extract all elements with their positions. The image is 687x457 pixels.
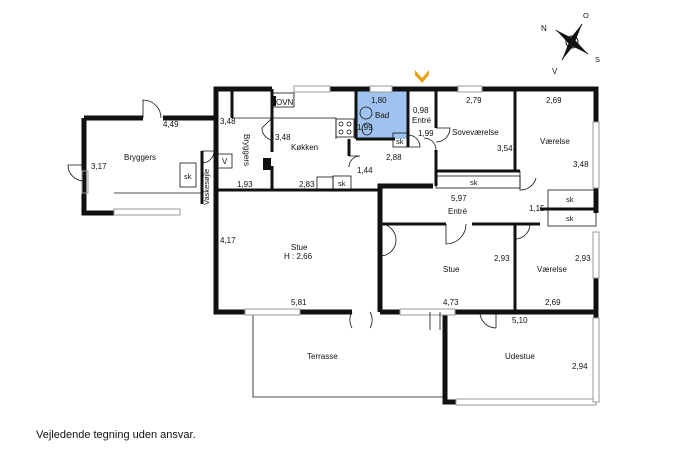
dim-bryggers-w: 4,49	[163, 120, 179, 129]
dim-bryg2-bottom: 1,93	[237, 180, 253, 189]
room-entre-mid: Entré	[448, 207, 468, 216]
dim-bad-top: 1,80	[371, 96, 387, 105]
room-bryggers-left: Bryggers	[124, 153, 156, 162]
room-vaerelse-top: Værelse	[540, 137, 570, 146]
dim-bad-bottom: 2,88	[386, 153, 402, 162]
entrance-marker-icon	[415, 70, 429, 83]
compass-v: V	[552, 67, 558, 76]
dim-bryg2-top: 3,48	[220, 117, 236, 126]
room-bad: Bad	[375, 111, 389, 120]
room-koekken: Køkken	[291, 143, 318, 152]
room-stue-right: Stue	[443, 265, 460, 274]
dim-udestue-h: 2,94	[572, 362, 588, 371]
compass-o: O	[583, 11, 589, 20]
dim-entre-h: 1,99	[418, 129, 434, 138]
room-entre-top: Entré	[412, 116, 432, 125]
room-terrasse: Terrasse	[307, 352, 338, 361]
dim-entre-mid-h: 1,15	[529, 204, 545, 213]
sk-bryggers: sk	[184, 172, 192, 181]
dim-udestue-w: 5,10	[512, 316, 528, 325]
dim-stue-left-w: 5,81	[291, 298, 307, 307]
compass-s: S	[595, 55, 600, 64]
disclaimer-text: Vejledende tegning uden ansvar.	[36, 429, 196, 441]
dim-kok-bottom: 2,83	[299, 180, 315, 189]
dim-vaer2-w: 2,69	[545, 298, 561, 307]
room-udestue: Udestue	[505, 352, 535, 361]
thin-lines	[114, 92, 597, 402]
dim-kok-right: 1,44	[357, 166, 373, 175]
dim-sove-top: 2,79	[466, 96, 482, 105]
sk-right-2: sk	[566, 214, 574, 223]
dim-vaer-top: 2,69	[546, 96, 562, 105]
dim-entre-w: 0,98	[413, 106, 429, 115]
labels: N O S V Bryggers sk V Vaskesøjle Brygger…	[91, 11, 600, 371]
sk-right-1: sk	[566, 195, 574, 204]
room-ovn: OVN	[276, 98, 294, 107]
sk-bad: sk	[396, 137, 404, 146]
bath-fill	[356, 91, 408, 139]
dim-stue-right-w: 4,73	[443, 298, 459, 307]
room-bryggers-vertical: Bryggers	[242, 134, 251, 166]
dim-stue-right-h: 2,93	[494, 254, 510, 263]
sk-koekken: sk	[338, 179, 346, 188]
dim-bryggers-h: 3,17	[91, 162, 107, 171]
room-vaskesoejle: Vaskesøjle	[202, 169, 211, 205]
ovn-block	[272, 96, 276, 106]
v-box-label: V	[222, 157, 228, 166]
windows	[81, 85, 600, 406]
room-sovevaerelse: Soveværelse	[452, 128, 499, 137]
sk-sove: sk	[470, 178, 478, 187]
dim-bad-side: 1,99	[357, 123, 373, 132]
dim-stue-left-h: 4,17	[220, 236, 236, 245]
dim-kok-left: 3,48	[275, 133, 291, 142]
dim-sove-side: 3,54	[497, 144, 513, 153]
chimney-block	[263, 158, 271, 170]
stue-left-height: H : 2,66	[284, 252, 313, 261]
dim-vaer-side: 3,48	[573, 160, 589, 169]
compass-icon	[555, 23, 589, 61]
door-swings	[67, 99, 537, 330]
compass-n: N	[541, 24, 547, 33]
dim-entre-mid-w: 5,97	[451, 194, 467, 203]
room-stue-left: Stue	[291, 243, 308, 252]
room-vaerelse-bottom: Værelse	[537, 265, 567, 274]
dim-vaer2-h: 2,93	[575, 254, 591, 263]
